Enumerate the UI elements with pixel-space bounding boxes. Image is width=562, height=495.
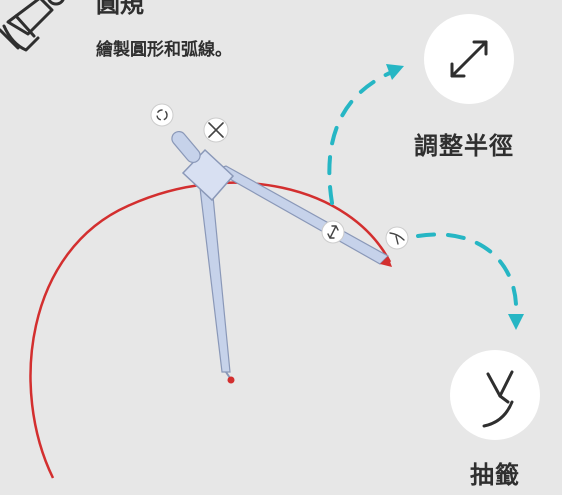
arrow-head-radius: [386, 64, 404, 80]
pencil-handle-icon[interactable]: [385, 226, 409, 250]
rotate-handle-icon[interactable]: [150, 103, 174, 127]
radius-handle-icon[interactable]: [321, 220, 345, 244]
draw-label: 抽籤: [470, 461, 520, 489]
compass-pencil-leg: [212, 165, 389, 265]
arrow-to-radius: [327, 70, 394, 205]
compass-center-point: [227, 376, 235, 384]
arrow-to-draw: [416, 232, 519, 314]
draw-arc-icon[interactable]: [450, 350, 540, 440]
compass-tool-icon: [0, 0, 65, 52]
page-title: 圓規: [96, 0, 144, 18]
compass[interactable]: [169, 129, 392, 384]
compass-pencil-tip: [380, 256, 392, 267]
compass-needle-leg: [199, 185, 231, 373]
compass-handle[interactable]: [169, 129, 203, 166]
move-handle-icon[interactable]: [203, 117, 229, 143]
arrow-head-draw: [508, 314, 524, 330]
resize-diagonal-icon[interactable]: [424, 14, 514, 104]
page-description: 繪製圓形和弧線。: [96, 40, 232, 60]
drawn-arc: [29, 181, 392, 479]
adjust-radius-label: 調整半徑: [414, 132, 514, 160]
